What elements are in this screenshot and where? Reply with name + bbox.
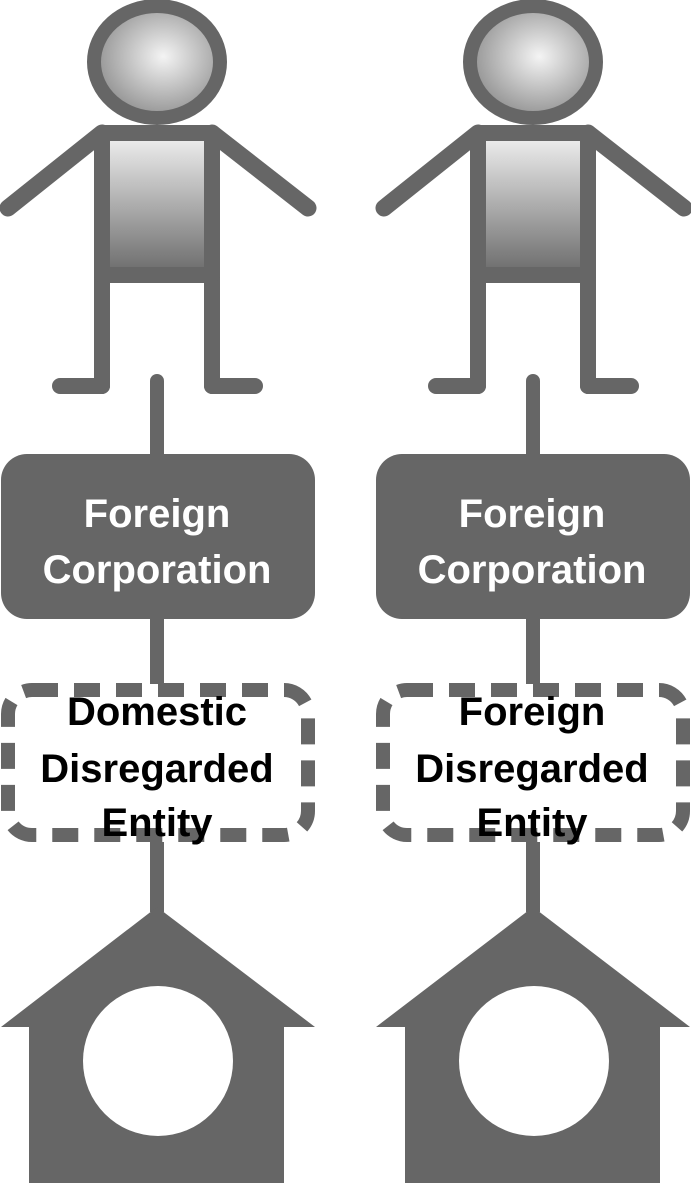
foreign-corporation-box: Foreign Corporation <box>1 454 315 619</box>
house-icon <box>1 907 315 1183</box>
person-icon <box>0 0 317 394</box>
entity-label-line2: Disregarded <box>415 747 648 791</box>
entity-label-line1: Domestic <box>67 690 247 734</box>
corporation-label-line1: Foreign <box>459 492 606 536</box>
entity-label-line1: Foreign <box>459 690 606 734</box>
disregarded-entity-box: Foreign Disregarded Entity <box>376 683 690 845</box>
column-left: Foreign Corporation Domestic Disregarded… <box>0 0 317 1183</box>
house-icon <box>376 907 690 1183</box>
corporation-label-line1: Foreign <box>84 492 231 536</box>
corporation-label-line2: Corporation <box>43 548 272 592</box>
entity-label-line3: Entity <box>101 801 213 845</box>
person-icon <box>375 0 691 394</box>
corporation-label-line2: Corporation <box>418 548 647 592</box>
disregarded-entity-box: Domestic Disregarded Entity <box>1 683 315 845</box>
column-right: Foreign Corporation Foreign Disregarded … <box>375 0 691 1183</box>
foreign-corporation-box: Foreign Corporation <box>376 454 690 619</box>
entity-label-line3: Entity <box>476 801 588 845</box>
entity-label-line2: Disregarded <box>40 747 273 791</box>
